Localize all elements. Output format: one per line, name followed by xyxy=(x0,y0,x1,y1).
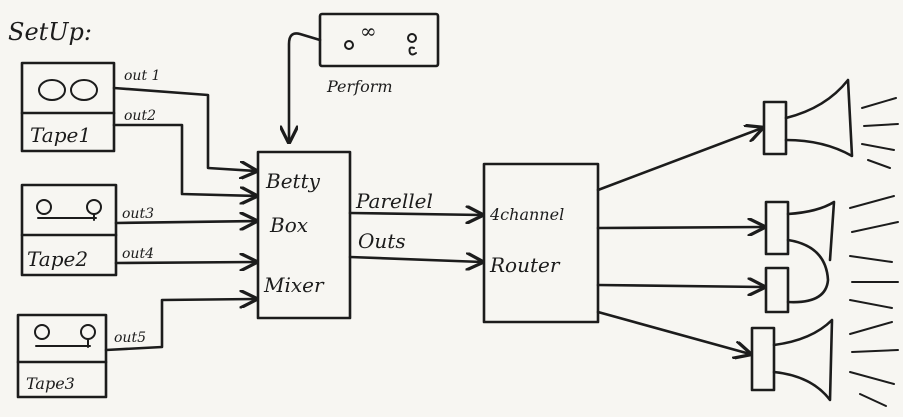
perform-knob-icon xyxy=(408,46,417,56)
tape-3-label: Tape3 xyxy=(26,374,75,393)
router-to-speaker-4-arrow xyxy=(596,310,750,354)
tape-3: Tape3 xyxy=(16,313,108,399)
reel-icon xyxy=(36,199,52,215)
reel-icon xyxy=(70,79,98,101)
parallel-outs-line-2: Outs xyxy=(358,229,406,253)
mixer-line-2: Box xyxy=(269,213,308,237)
mixer-to-router-arrow-2 xyxy=(348,257,482,262)
perform-device: ∞ Perform xyxy=(318,12,440,96)
router-line-2: Router xyxy=(489,253,561,277)
tape-1-label: Tape1 xyxy=(30,123,91,147)
out1-arrow xyxy=(112,86,256,171)
out4-arrow xyxy=(114,262,256,263)
perform-label: Perform xyxy=(326,77,393,96)
speaker-1-icon xyxy=(762,78,899,169)
reel-icon xyxy=(80,324,96,340)
tape-3-out-5-label: out5 xyxy=(114,330,146,346)
mixer-to-router-arrow-1 xyxy=(348,213,482,215)
out3-arrow xyxy=(114,221,256,223)
mixer-line-1: Betty xyxy=(265,169,321,193)
router-to-speaker-1-arrow xyxy=(596,128,762,192)
four-channel-router: 4channel Router xyxy=(482,162,600,324)
out2-arrow xyxy=(112,123,256,196)
mixer-line-3: Mixer xyxy=(263,273,325,297)
reel-icon xyxy=(86,199,102,215)
tape-1-out-1-label: out 1 xyxy=(124,68,160,84)
tape-1-out-2-label: out2 xyxy=(124,108,156,124)
parallel-outs-line-1: Parellel xyxy=(355,189,433,213)
betty-box-mixer: Betty Box Mixer xyxy=(256,150,352,320)
speaker-4-icon xyxy=(750,318,899,407)
perform-to-mixer-arrow xyxy=(289,32,322,142)
tape-2: Tape2 xyxy=(20,183,118,277)
out5-arrow xyxy=(104,299,256,352)
perform-knob-icon xyxy=(344,40,354,50)
reel-icon xyxy=(34,324,50,340)
tape-2-label: Tape2 xyxy=(27,247,88,271)
perform-infinity-icon: ∞ xyxy=(360,19,377,43)
setup-heading: SetUp: xyxy=(8,18,92,46)
router-to-speaker-3-arrow xyxy=(596,285,764,287)
router-to-speaker-2-arrow xyxy=(596,227,764,228)
tape-2-out-3-label: out3 xyxy=(122,206,154,222)
reel-icon xyxy=(38,79,66,101)
speaker-3-icon xyxy=(764,195,899,314)
speaker-2-icon xyxy=(764,200,836,262)
tape-2-out-4-label: out4 xyxy=(122,246,154,262)
tape-1: Tape1 xyxy=(20,61,116,153)
perform-knob-icon xyxy=(407,33,417,43)
router-line-1: 4channel xyxy=(489,205,564,224)
